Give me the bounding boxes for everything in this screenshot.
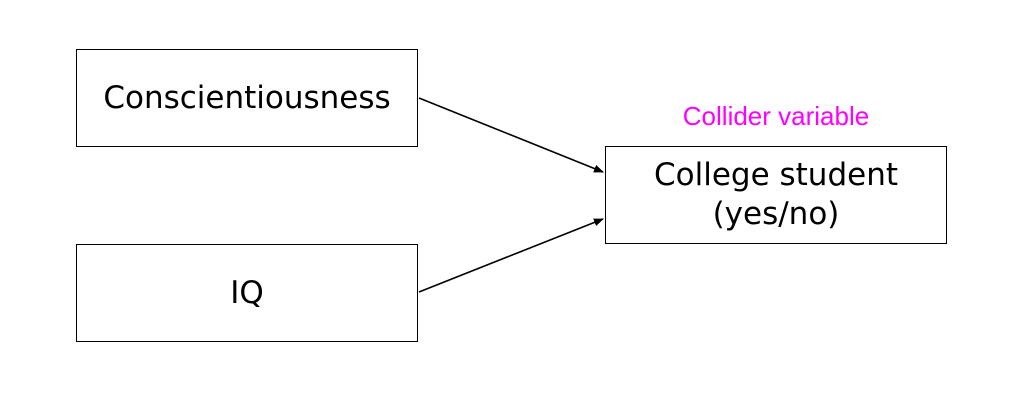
node-college-label-line-1: College student [653,157,899,194]
node-iq-label: IQ [230,274,264,311]
edge-conscientiousness-to-college [418,97,604,173]
node-iq: IQ [76,244,418,342]
collider-annotation: Collider variable [682,101,870,131]
node-college-student: College student (yes/no) [605,146,947,244]
node-conscientiousness: Conscientiousness [76,49,418,147]
node-college-label-line-2: (yes/no) [712,196,840,232]
edge-iq-to-college [418,218,604,293]
node-conscientiousness-label: Conscientiousness [103,79,391,116]
